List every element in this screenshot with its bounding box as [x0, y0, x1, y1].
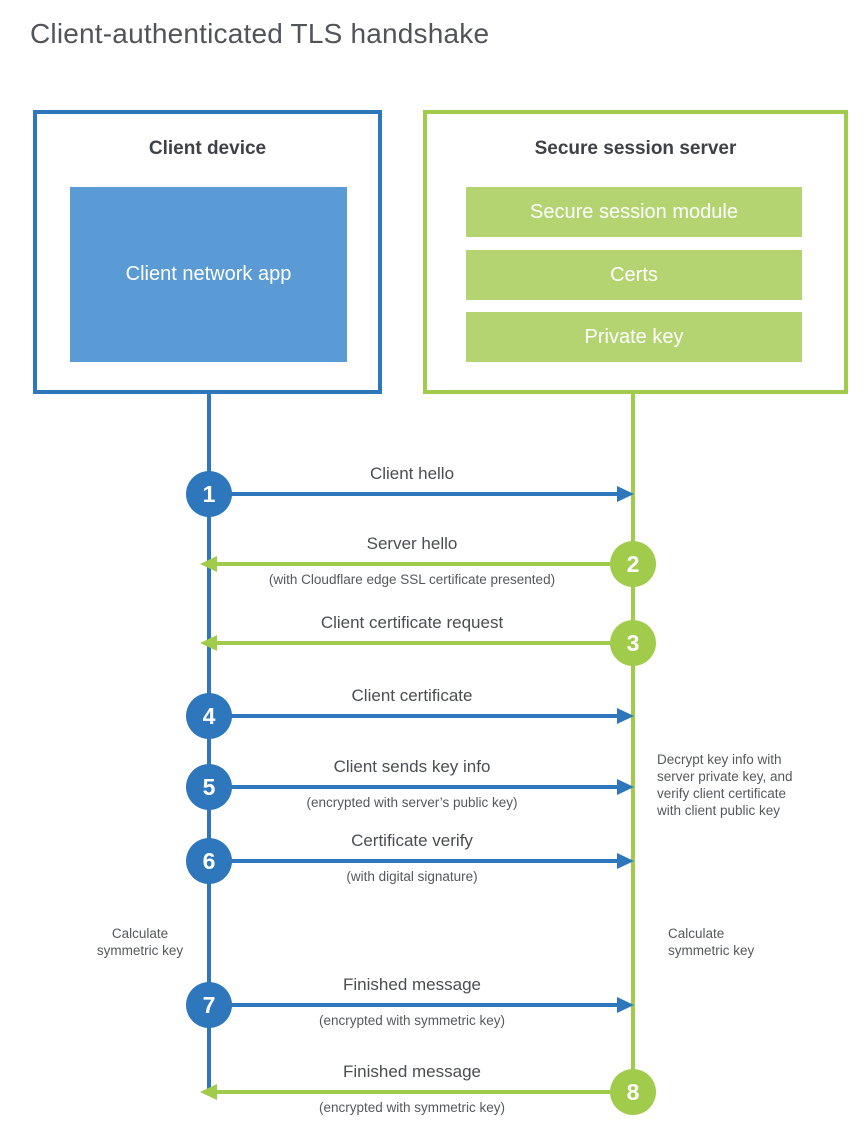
- client-network-app-label: Client network app: [125, 263, 292, 285]
- client-device-title: Client device: [148, 138, 267, 159]
- arrow-right-icon: [617, 486, 634, 502]
- message-sublabel: (with Cloudflare edge SSL certificate pr…: [268, 572, 556, 587]
- step-number: 3: [626, 629, 640, 656]
- step-number: 1: [202, 480, 216, 507]
- arrow-left-icon: [200, 1084, 217, 1100]
- client-lifeline: [207, 392, 211, 1090]
- server-certs-bar: Certs: [466, 250, 802, 300]
- message-sublabel: (encrypted with server’s public key): [306, 795, 518, 810]
- message-arrow-line: [209, 859, 620, 863]
- server-private-key-label: Private key: [584, 325, 684, 348]
- message-label: Finished message: [343, 975, 481, 994]
- message-arrow-line: [209, 1003, 620, 1007]
- message-label: Client certificate request: [320, 613, 504, 632]
- server-module-label: Secure session module: [530, 200, 738, 223]
- step-number-circle: 3: [610, 620, 656, 666]
- message-arrow-line: [209, 785, 620, 789]
- message-sublabel: (encrypted with symmetric key): [318, 1100, 506, 1115]
- message-label: Client hello: [369, 464, 455, 483]
- message-arrow-line: [216, 562, 633, 566]
- server-private-key-bar: Private key: [466, 312, 802, 362]
- step-number: 6: [202, 847, 216, 874]
- diagram-title: Client-authenticated TLS handshake: [30, 18, 490, 49]
- secure-session-server-title: Secure session server: [534, 138, 737, 159]
- step-number-circle: 8: [610, 1069, 656, 1115]
- step-number: 4: [202, 702, 216, 729]
- step-number-circle: 2: [610, 541, 656, 587]
- calculate-symmetric-key-note-server: Calculate symmetric key: [668, 926, 755, 958]
- message-label: Client sends key info: [333, 757, 491, 776]
- step-number-circle: 4: [186, 693, 232, 739]
- message-arrow-line: [216, 641, 633, 645]
- step-number-circle: 7: [186, 982, 232, 1028]
- arrow-left-icon: [200, 635, 217, 651]
- step-number: 2: [626, 550, 640, 577]
- message-arrow-line: [209, 492, 620, 496]
- message-sublabel: (encrypted with symmetric key): [318, 1013, 506, 1028]
- decrypt-note: Decrypt key info with server private key…: [657, 752, 793, 818]
- step-number-circle: 5: [186, 764, 232, 810]
- arrow-right-icon: [617, 779, 634, 795]
- server-module-bar: Secure session module: [466, 187, 802, 237]
- message-arrow-line: [209, 714, 620, 718]
- step-number: 7: [202, 991, 216, 1018]
- message-label: Finished message: [343, 1062, 481, 1081]
- calculate-symmetric-key-note-client: Calculate symmetric key: [96, 926, 184, 958]
- step-number-circle: 6: [186, 838, 232, 884]
- step-number-circle: 1: [186, 471, 232, 517]
- message-label: Server hello: [366, 534, 458, 553]
- arrow-right-icon: [617, 997, 634, 1013]
- step-number: 5: [202, 773, 216, 800]
- message-label: Certificate verify: [351, 831, 473, 850]
- client-network-app-box: Client network app: [70, 187, 347, 362]
- server-certs-label: Certs: [610, 263, 658, 286]
- arrow-right-icon: [617, 708, 634, 724]
- message-label: Client certificate: [351, 686, 473, 705]
- message-sublabel: (with digital signature): [346, 869, 478, 884]
- arrow-right-icon: [617, 853, 634, 869]
- server-lifeline: [631, 392, 635, 1092]
- step-number: 8: [626, 1078, 640, 1105]
- arrow-left-icon: [200, 556, 217, 572]
- message-arrow-line: [216, 1090, 633, 1094]
